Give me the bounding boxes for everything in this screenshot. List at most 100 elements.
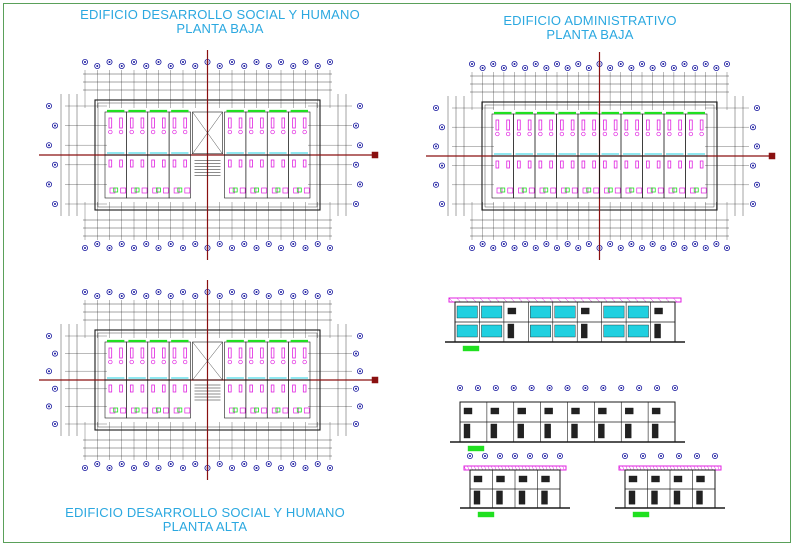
- grid-marker-dot: [218, 243, 221, 245]
- grid-marker-bottom: [130, 464, 137, 471]
- cabinet: [173, 407, 180, 414]
- truss-member: [502, 297, 508, 303]
- plant: [693, 187, 699, 193]
- desk: [260, 159, 264, 168]
- grid-marker-dot: [587, 243, 590, 245]
- plant: [275, 407, 281, 413]
- desk: [527, 119, 532, 131]
- door-dark: [541, 490, 548, 505]
- desk: [183, 347, 187, 359]
- plant: [296, 187, 302, 193]
- desk: [172, 159, 177, 168]
- grid-marker-bottom: [167, 460, 174, 467]
- section-left: [460, 452, 570, 518]
- grid-marker-bottom: [302, 464, 309, 471]
- chair: [183, 129, 188, 135]
- room: [245, 111, 268, 156]
- room: [288, 341, 311, 381]
- grid-marker-dot: [694, 243, 697, 245]
- cabinet: [507, 187, 514, 194]
- grid-marker-dot: [435, 145, 437, 148]
- grid-marker-dot: [704, 247, 707, 249]
- grid-marker-dot: [96, 463, 99, 465]
- desk: [108, 117, 113, 129]
- grid-marker-dot: [194, 463, 197, 465]
- grid-marker-top: [670, 65, 677, 72]
- cabinet: [109, 187, 116, 194]
- room: [266, 341, 289, 381]
- glazing-cyan: [554, 305, 576, 319]
- window-dark: [598, 407, 607, 415]
- grid-marker-top: [640, 452, 647, 459]
- desk: [678, 160, 682, 169]
- window-dark: [696, 475, 705, 483]
- truss-member: [473, 465, 477, 471]
- grid-marker-dot: [157, 247, 160, 249]
- grid-marker-right: [750, 200, 757, 207]
- grid-marker-dot: [267, 243, 270, 245]
- chair: [291, 129, 297, 135]
- glazing-cyan: [530, 305, 551, 319]
- cabinet: [184, 187, 191, 194]
- title-social-planta-alta: EDIFICIO DESARROLLO SOCIAL Y HUMANO PLAN…: [30, 506, 380, 534]
- grid-marker-top: [724, 61, 731, 68]
- glazing-cyan: [530, 324, 551, 338]
- glazing-cyan: [481, 305, 503, 319]
- desk: [613, 160, 618, 169]
- room: [168, 379, 191, 419]
- grid-marker-top: [694, 452, 701, 459]
- cabinet: [303, 407, 310, 414]
- chair: [281, 359, 286, 365]
- grid-marker-dot: [84, 291, 86, 293]
- cabinet: [271, 407, 278, 414]
- grid-marker-top: [481, 452, 488, 459]
- desk: [624, 160, 629, 169]
- desk: [517, 160, 521, 169]
- desk: [270, 117, 275, 129]
- grid-marker-dot: [502, 67, 505, 69]
- grid-marker-dot: [133, 291, 135, 293]
- truss-member: [518, 297, 523, 303]
- desk: [678, 119, 682, 131]
- grid-marker-top: [658, 452, 665, 459]
- grid-marker-dot: [54, 163, 56, 166]
- grid-marker-dot: [471, 63, 473, 65]
- chair: [129, 129, 134, 135]
- grid-marker-bottom: [713, 240, 720, 247]
- desk: [140, 159, 145, 168]
- grid-marker-bottom: [290, 240, 297, 247]
- grid-marker-left: [46, 332, 53, 339]
- grid-marker-bottom: [192, 240, 199, 247]
- grid-marker-dot: [48, 370, 50, 373]
- grid-marker-top: [290, 63, 297, 70]
- truss-member: [524, 465, 528, 471]
- grid-marker-dot: [441, 203, 443, 205]
- desk: [506, 160, 510, 169]
- desk: [570, 119, 575, 131]
- grid-marker-left: [432, 181, 439, 188]
- grid-marker-dot: [355, 163, 357, 166]
- truss-member: [703, 465, 706, 471]
- grid-marker-dot: [696, 455, 698, 457]
- grid-marker-dot: [182, 61, 184, 63]
- grid-marker-dot: [84, 247, 86, 249]
- grid-marker-dot: [145, 243, 148, 245]
- cabinet: [282, 187, 289, 194]
- grid-marker-bottom: [192, 460, 199, 467]
- grid-marker-dot: [280, 467, 282, 469]
- desk: [613, 119, 618, 131]
- desk: [560, 119, 564, 131]
- truss-member: [679, 465, 683, 471]
- cabinet: [614, 187, 621, 194]
- truss-member: [632, 465, 635, 471]
- grid-marker-dot: [656, 387, 659, 389]
- grid-marker-bottom: [82, 464, 89, 471]
- desk: [162, 117, 166, 129]
- desk: [495, 119, 500, 131]
- title-social-baja-line1: EDIFICIO DESARROLLO SOCIAL Y HUMANO: [80, 7, 360, 22]
- truss-member: [580, 297, 585, 303]
- cabinet: [571, 187, 578, 194]
- grid-marker-dot: [715, 67, 718, 69]
- grid-marker-dot: [231, 61, 233, 63]
- window-dark: [571, 407, 580, 415]
